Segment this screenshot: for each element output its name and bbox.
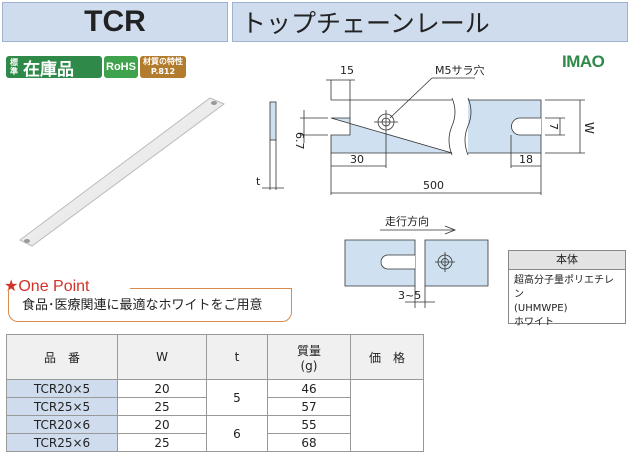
spec-table: 品 番 W t 質量 (g) 価 格 TCR20×5 20 5 46 TCR25… bbox=[6, 334, 424, 452]
header-t: t bbox=[206, 334, 268, 380]
stock-standard-label: 標準 bbox=[10, 58, 18, 76]
dim-18-label: 18 bbox=[519, 153, 533, 166]
material-property-badge[interactable]: 材質の特性 P.812 bbox=[140, 56, 186, 78]
header-mass-unit: (g) bbox=[300, 358, 318, 373]
material-note-header: 本体 bbox=[509, 251, 625, 270]
dim-7-label: 7 bbox=[547, 123, 560, 130]
w-cell: 25 bbox=[117, 433, 207, 452]
rail-photo bbox=[19, 97, 225, 247]
rohs-badge: RoHS bbox=[104, 56, 138, 78]
product-code: TCR bbox=[2, 2, 228, 42]
gap-label: 3~5 bbox=[398, 289, 421, 302]
header-mass: 質量 (g) bbox=[267, 334, 351, 380]
mass-cell: 57 bbox=[267, 397, 351, 416]
part-cell: TCR25×6 bbox=[6, 433, 118, 452]
dim-w-label: W bbox=[582, 122, 596, 134]
t-cell: 5 bbox=[206, 379, 268, 416]
material-property-line2: P.812 bbox=[150, 67, 176, 76]
dim-15-label: 15 bbox=[340, 64, 354, 77]
w-cell: 20 bbox=[117, 415, 207, 434]
one-point-box bbox=[8, 288, 292, 322]
part-cell: TCR20×5 bbox=[6, 379, 118, 398]
header-part: 品 番 bbox=[6, 334, 118, 380]
part-cell: TCR25×5 bbox=[6, 397, 118, 416]
direction-label: 走行方向 bbox=[385, 214, 429, 228]
mass-cell: 68 bbox=[267, 433, 351, 452]
t-cell: 6 bbox=[206, 415, 268, 452]
dim-500-label: 500 bbox=[423, 179, 444, 192]
material-note-line1: 超高分子量ポリエチレン bbox=[514, 275, 614, 300]
one-point-divider bbox=[130, 288, 292, 289]
imao-logo: IMAO bbox=[562, 52, 605, 71]
stock-label: 在庫品 bbox=[23, 59, 74, 80]
price-cell bbox=[350, 379, 424, 452]
one-point-text: 食品･医療関連に最適なホワイトをご用意 bbox=[22, 298, 263, 313]
material-note: 本体 超高分子量ポリエチレン (UHMWPE) ホワイト bbox=[508, 250, 626, 328]
w-cell: 25 bbox=[117, 397, 207, 416]
mass-cell: 46 bbox=[267, 379, 351, 398]
rail-drawing: 15 M5サラ穴 6.7 7 W t 30 18 500 走行方向 3~5 bbox=[256, 63, 596, 308]
part-cell: TCR20×6 bbox=[6, 415, 118, 434]
mass-cell: 55 bbox=[267, 415, 351, 434]
table-row: TCR25×6 25 68 bbox=[6, 433, 424, 452]
w-cell: 20 bbox=[117, 379, 207, 398]
dim-30-label: 30 bbox=[350, 153, 364, 166]
material-note-line2: (UHMWPE) bbox=[514, 303, 568, 314]
header-price: 価 格 bbox=[350, 334, 424, 380]
table-row: TCR20×6 20 6 55 bbox=[6, 415, 424, 452]
dim-6-7-label: 6.7 bbox=[293, 132, 306, 150]
material-property-line1: 材質の特性 bbox=[143, 57, 183, 66]
stock-badge: 標準 在庫品 bbox=[6, 56, 102, 80]
header-w: W bbox=[117, 334, 207, 380]
header-mass-label: 質量 bbox=[296, 343, 321, 358]
one-point-heading: ★One Point bbox=[4, 278, 90, 295]
product-title: トップチェーンレール bbox=[232, 2, 628, 42]
dim-t-label: t bbox=[256, 175, 261, 188]
material-note-line3: ホワイト bbox=[514, 317, 554, 328]
hole-label: M5サラ穴 bbox=[435, 63, 485, 77]
table-row: TCR20×5 20 5 46 bbox=[6, 379, 424, 452]
